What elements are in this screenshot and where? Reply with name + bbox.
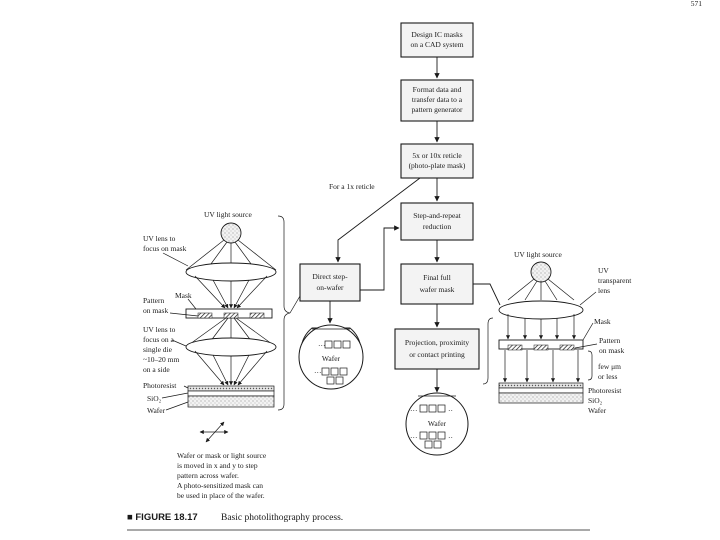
- svg-text:Photoresist: Photoresist: [588, 386, 622, 395]
- svg-text:focus on mask: focus on mask: [143, 244, 187, 253]
- svg-text:···: ···: [410, 433, 418, 442]
- svg-text:Projection, proximity: Projection, proximity: [405, 338, 469, 347]
- flow-box-reticle: 5x or 10x reticle (photo-plate mask): [400, 143, 474, 179]
- right-wafer: [498, 392, 584, 404]
- svg-text:reduction: reduction: [423, 222, 452, 231]
- wafer-left: ··· Wafer ···: [298, 324, 364, 390]
- svg-text:···: ···: [314, 368, 322, 377]
- svg-text:SiO₂: SiO₂: [588, 396, 603, 405]
- left-sio2: [187, 390, 275, 397]
- wafer-right: ··· ·· Wafer ··· ··: [405, 392, 469, 456]
- svg-text:on a side: on a side: [143, 365, 170, 374]
- flow-box-step-repeat: Step-and-repeat reduction: [400, 202, 474, 241]
- flow-box-format-data: Format data and transfer data to a patte…: [400, 79, 474, 122]
- wafer-right-label: Wafer: [428, 419, 447, 428]
- svg-text:Photoresist: Photoresist: [143, 381, 177, 390]
- svg-text:or less: or less: [598, 372, 617, 381]
- svg-text:Pattern: Pattern: [143, 296, 164, 305]
- svg-text:on mask: on mask: [143, 306, 168, 315]
- svg-text:on mask: on mask: [599, 346, 624, 355]
- left-wafer: [187, 395, 275, 408]
- svg-text:transparent: transparent: [598, 276, 632, 285]
- wafer-left-label: Wafer: [322, 354, 341, 363]
- svg-text:on-wafer: on-wafer: [316, 283, 344, 292]
- flow-box-design-masks: Design IC masks on a CAD system: [400, 22, 474, 58]
- page-number: 571: [691, 0, 703, 8]
- left-setup: UV light source: [143, 210, 301, 500]
- svg-text:Mask: Mask: [175, 291, 192, 300]
- left-lens-die: [185, 337, 277, 357]
- right-sio2: [498, 387, 584, 394]
- figure-caption: ■ FIGURE 18.17 Basic photolithography pr…: [127, 512, 590, 531]
- svg-text:few μm: few μm: [598, 362, 621, 371]
- svg-text:A photo-sensitized mask can: A photo-sensitized mask can: [177, 481, 263, 490]
- svg-text:Design IC masks: Design IC masks: [411, 30, 462, 39]
- left-uv-source-label: UV light source: [204, 210, 252, 219]
- right-uv-source-label: UV light source: [514, 250, 562, 259]
- svg-text:transfer data to a: transfer data to a: [412, 95, 463, 104]
- right-setup: UV light source UV transparent lens Mask…: [482, 250, 632, 415]
- left-note: Wafer or mask or light source: [177, 451, 267, 460]
- svg-text:UV: UV: [598, 266, 609, 275]
- svg-text:Mask: Mask: [594, 317, 611, 326]
- svg-text:is moved in x and y to step: is moved in x and y to step: [177, 461, 258, 470]
- svg-text:SiO₂: SiO₂: [147, 394, 162, 403]
- svg-text:··: ··: [448, 406, 453, 415]
- svg-text:···: ···: [318, 341, 326, 350]
- svg-text:5x or 10x reticle: 5x or 10x reticle: [412, 151, 462, 160]
- svg-text:~10–20 mm: ~10–20 mm: [143, 355, 180, 364]
- svg-text:Pattern: Pattern: [599, 336, 620, 345]
- right-photoresist: [498, 382, 584, 389]
- left-lens-mask: [185, 262, 277, 282]
- for-1x-reticle-label: For a 1x reticle: [329, 182, 375, 191]
- svg-text:lens: lens: [598, 286, 610, 295]
- left-photoresist: [187, 385, 275, 392]
- svg-text:UV lens to: UV lens to: [143, 325, 176, 334]
- flow-box-final-mask: Final full wafer mask: [400, 263, 474, 305]
- svg-text:wafer mask: wafer mask: [420, 285, 455, 294]
- flow-box-direct-step: Direct step- on-wafer: [299, 263, 361, 302]
- svg-text:Direct step-: Direct step-: [312, 272, 348, 281]
- svg-text:be used in place of the wafer.: be used in place of the wafer.: [177, 491, 265, 500]
- svg-text:Wafer: Wafer: [147, 406, 166, 415]
- svg-text:Final full: Final full: [423, 273, 451, 282]
- figure-number: ■ FIGURE 18.17: [127, 512, 198, 523]
- svg-text:on a CAD system: on a CAD system: [410, 40, 463, 49]
- svg-text:single die: single die: [143, 345, 173, 354]
- svg-text:pattern across wafer.: pattern across wafer.: [177, 471, 239, 480]
- svg-text:Format data and: Format data and: [413, 85, 462, 94]
- right-lens: [498, 300, 584, 320]
- svg-text:(photo-plate mask): (photo-plate mask): [409, 161, 466, 170]
- svg-text:or contact printing: or contact printing: [409, 350, 465, 359]
- figure-title: Basic photolithography process.: [221, 513, 343, 523]
- flow-box-projection: Projection, proximity or contact printin…: [394, 328, 480, 370]
- svg-text:···: ···: [410, 406, 418, 415]
- svg-text:Step-and-repeat: Step-and-repeat: [413, 211, 461, 220]
- svg-text:focus on a: focus on a: [143, 335, 174, 344]
- svg-text:UV lens to: UV lens to: [143, 234, 176, 243]
- svg-text:··: ··: [448, 433, 453, 442]
- svg-text:pattern generator: pattern generator: [411, 105, 463, 114]
- svg-text:Wafer: Wafer: [588, 406, 607, 415]
